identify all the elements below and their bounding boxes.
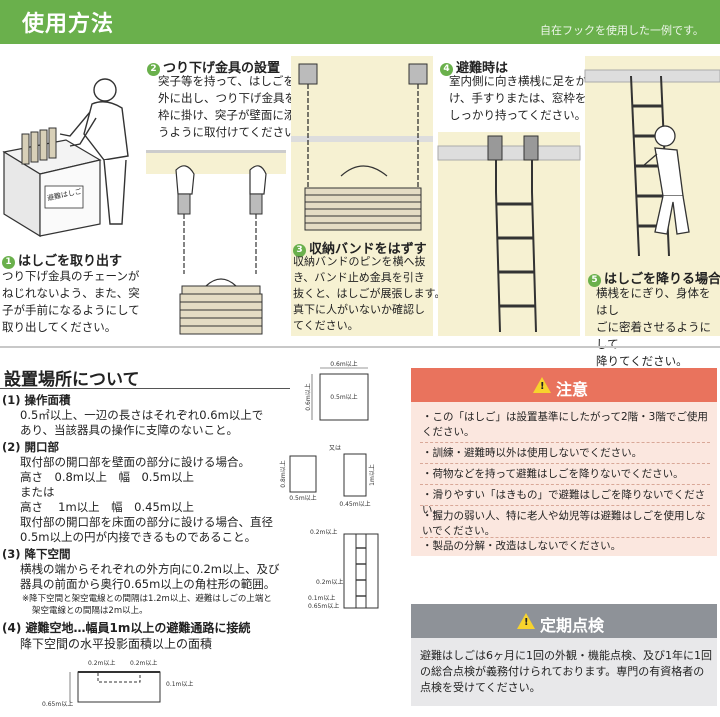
placement-item3-head: (3) 降下空間: [2, 547, 71, 561]
opening-caption: 又は: [329, 445, 341, 452]
placement-item2-line: 0.5m以上の円が内接できるものであること。: [20, 530, 257, 544]
caution-header: [411, 368, 717, 402]
placement-item2-head: (2) 開口部: [2, 440, 60, 454]
header-bar: [0, 0, 720, 44]
step1-body: つり下げ金具のチェーンがねじれないよう、また、突子が手前になるようにして取り出し…: [2, 269, 140, 334]
area-side-label: 0.6m以上: [304, 383, 312, 410]
placement-item1-head: (1) 操作面積: [2, 393, 71, 407]
placement-item2-line: 高さ 1m以上 幅 0.45m以上: [20, 500, 194, 514]
step1-illustration: [2, 78, 129, 238]
plan-right-label: 0.2m以上: [130, 659, 157, 667]
area-center-label: 0.5m以上: [330, 393, 357, 401]
opening2-height-label: 1m以上: [368, 464, 376, 486]
step2-body: 突子等を持って、はしごを外に出し、つり下げ金具を窓枠に掛け、突子が壁面に添うよう…: [158, 74, 308, 139]
section-divider: [0, 346, 720, 348]
step4-illustration: [437, 135, 581, 333]
plan-left-label: 0.2m以上: [88, 659, 115, 667]
inspection-header: [411, 604, 717, 638]
plan-side-label: 0.1m以上: [166, 680, 193, 688]
opening-diagram: 又は 0.5m以上 0.8m以上 0.45m以上 1m以上: [279, 445, 376, 508]
inspection-title: 定期点検: [540, 616, 605, 635]
step5-illustration: [584, 69, 720, 257]
step1-number-badge: 1: [2, 256, 15, 269]
caution-separator: [420, 442, 710, 443]
operation-area-diagram: 0.6m以上 0.5m以上 0.6m以上: [304, 360, 369, 421]
warning-icon: [533, 377, 551, 393]
step4-body: 室内側に向き横桟に足をかけ、手すりまたは、窓枠をしっかり持ってください。: [449, 74, 587, 122]
placement-item1-line: 0.5㎡以上、一辺の長さはそれぞれ0.6m以上で: [20, 408, 264, 422]
placement-item3-note: ※降下空間と架空電線との間隔は1.2m以上、避難はしごの上端と: [22, 594, 272, 604]
caution-separator: [420, 505, 710, 506]
placement-item2-line: 取付部の開口部を壁面の部分に設ける場合。: [20, 455, 250, 469]
warning-icon: [517, 613, 535, 629]
placement-item4-line: 降下空間の水平投影面積以上の面積: [20, 637, 213, 651]
caution-separator: [420, 484, 710, 485]
descent-space-diagram: 0.2m以上 0.2m以上 0.1m以上 0.65m以上: [308, 528, 379, 610]
inspection-body: 避難はしごは6ヶ月に1回の外観・機能点検、及び1年に1回の総合点検が義務付けられ…: [420, 649, 712, 694]
placement-title-underline: [0, 388, 290, 389]
caution-item: ・握力の弱い人、特に老人や幼児等は避難はしごを使用しないでください。: [422, 510, 706, 537]
caution-item: ・この「はしご」は設置基準にしたがって2階・3階でご使用ください。: [422, 411, 708, 438]
caution-item: ・荷物などを持って避難はしごを降りないでください。: [422, 468, 684, 480]
caution-separator: [420, 463, 710, 464]
area-top-label: 0.6m以上: [330, 360, 357, 368]
warning-icon-mark: !: [540, 381, 545, 392]
space-depth-label: 0.65m以上: [308, 602, 339, 610]
opening2-width-label: 0.45m以上: [339, 500, 370, 508]
placement-item2-line: または: [20, 485, 55, 499]
step4-number-badge: 4: [440, 63, 453, 76]
header-note: 自在フックを使用した一例です。: [540, 24, 704, 37]
space-mid-label: 0.2m以上: [316, 578, 343, 586]
caution-item: ・製品の分解・改造はしないでください。: [422, 540, 622, 552]
placement-item3-line: 横桟の端からそれぞれの外方向に0.2m以上、及び: [20, 562, 280, 576]
caution-separator: [420, 537, 710, 538]
step2-illustration: [146, 150, 286, 335]
placement-item2-line: 取付部の開口部を床面の部分に設ける場合、直径: [20, 515, 273, 529]
step3-illustration: [291, 63, 433, 231]
step4-panel: [438, 132, 580, 336]
caution-item: ・滑りやすい「はきもの」で避難はしごを降りないでください。: [422, 489, 706, 516]
space-low-label: 0.1m以上: [308, 594, 335, 602]
placement-item4-head: (4) 避難空地…幅員1m以上の避難通路に接続: [2, 621, 251, 635]
placement-item2-line: 高さ 0.8m以上 幅 0.5m以上: [20, 470, 194, 484]
opening1-height-label: 0.8m以上: [279, 460, 287, 487]
placement-item3-line: 器具の前面から奥行0.65m以上の角柱形の範囲。: [20, 577, 276, 591]
step5-number-badge: 5: [588, 274, 601, 287]
warning-icon-mark: !: [524, 617, 529, 628]
step2-number-badge: 2: [147, 63, 160, 76]
step5-body: 横桟をにぎり、身体をはしごに密着させるようにして降りてください。: [596, 286, 711, 368]
placement-item3-note: 架空電線との間隔は2m以上。: [32, 606, 148, 616]
space-top-label: 0.2m以上: [310, 528, 337, 536]
plan-depth-label: 0.65m以上: [42, 700, 73, 708]
caution-title: 注意: [556, 380, 589, 399]
step3-body: 収納バンドのピンを横へ抜き、バンド止め金具を引き抜くと、はしごが展張します。真下…: [293, 255, 446, 332]
page-title: 使用方法: [22, 12, 115, 37]
opening1-width-label: 0.5m以上: [289, 494, 316, 502]
step3-number-badge: 3: [293, 244, 306, 257]
placement-title: 設置場所について: [4, 370, 140, 390]
caution-item: ・訓練・避難時以外は使用しないでください。: [422, 447, 643, 459]
placement-item1-line: あり、当該器具の操作に支障のないこと。: [20, 423, 239, 437]
plan-view-diagram: 0.2m以上 0.2m以上 0.1m以上 0.65m以上: [42, 659, 193, 708]
